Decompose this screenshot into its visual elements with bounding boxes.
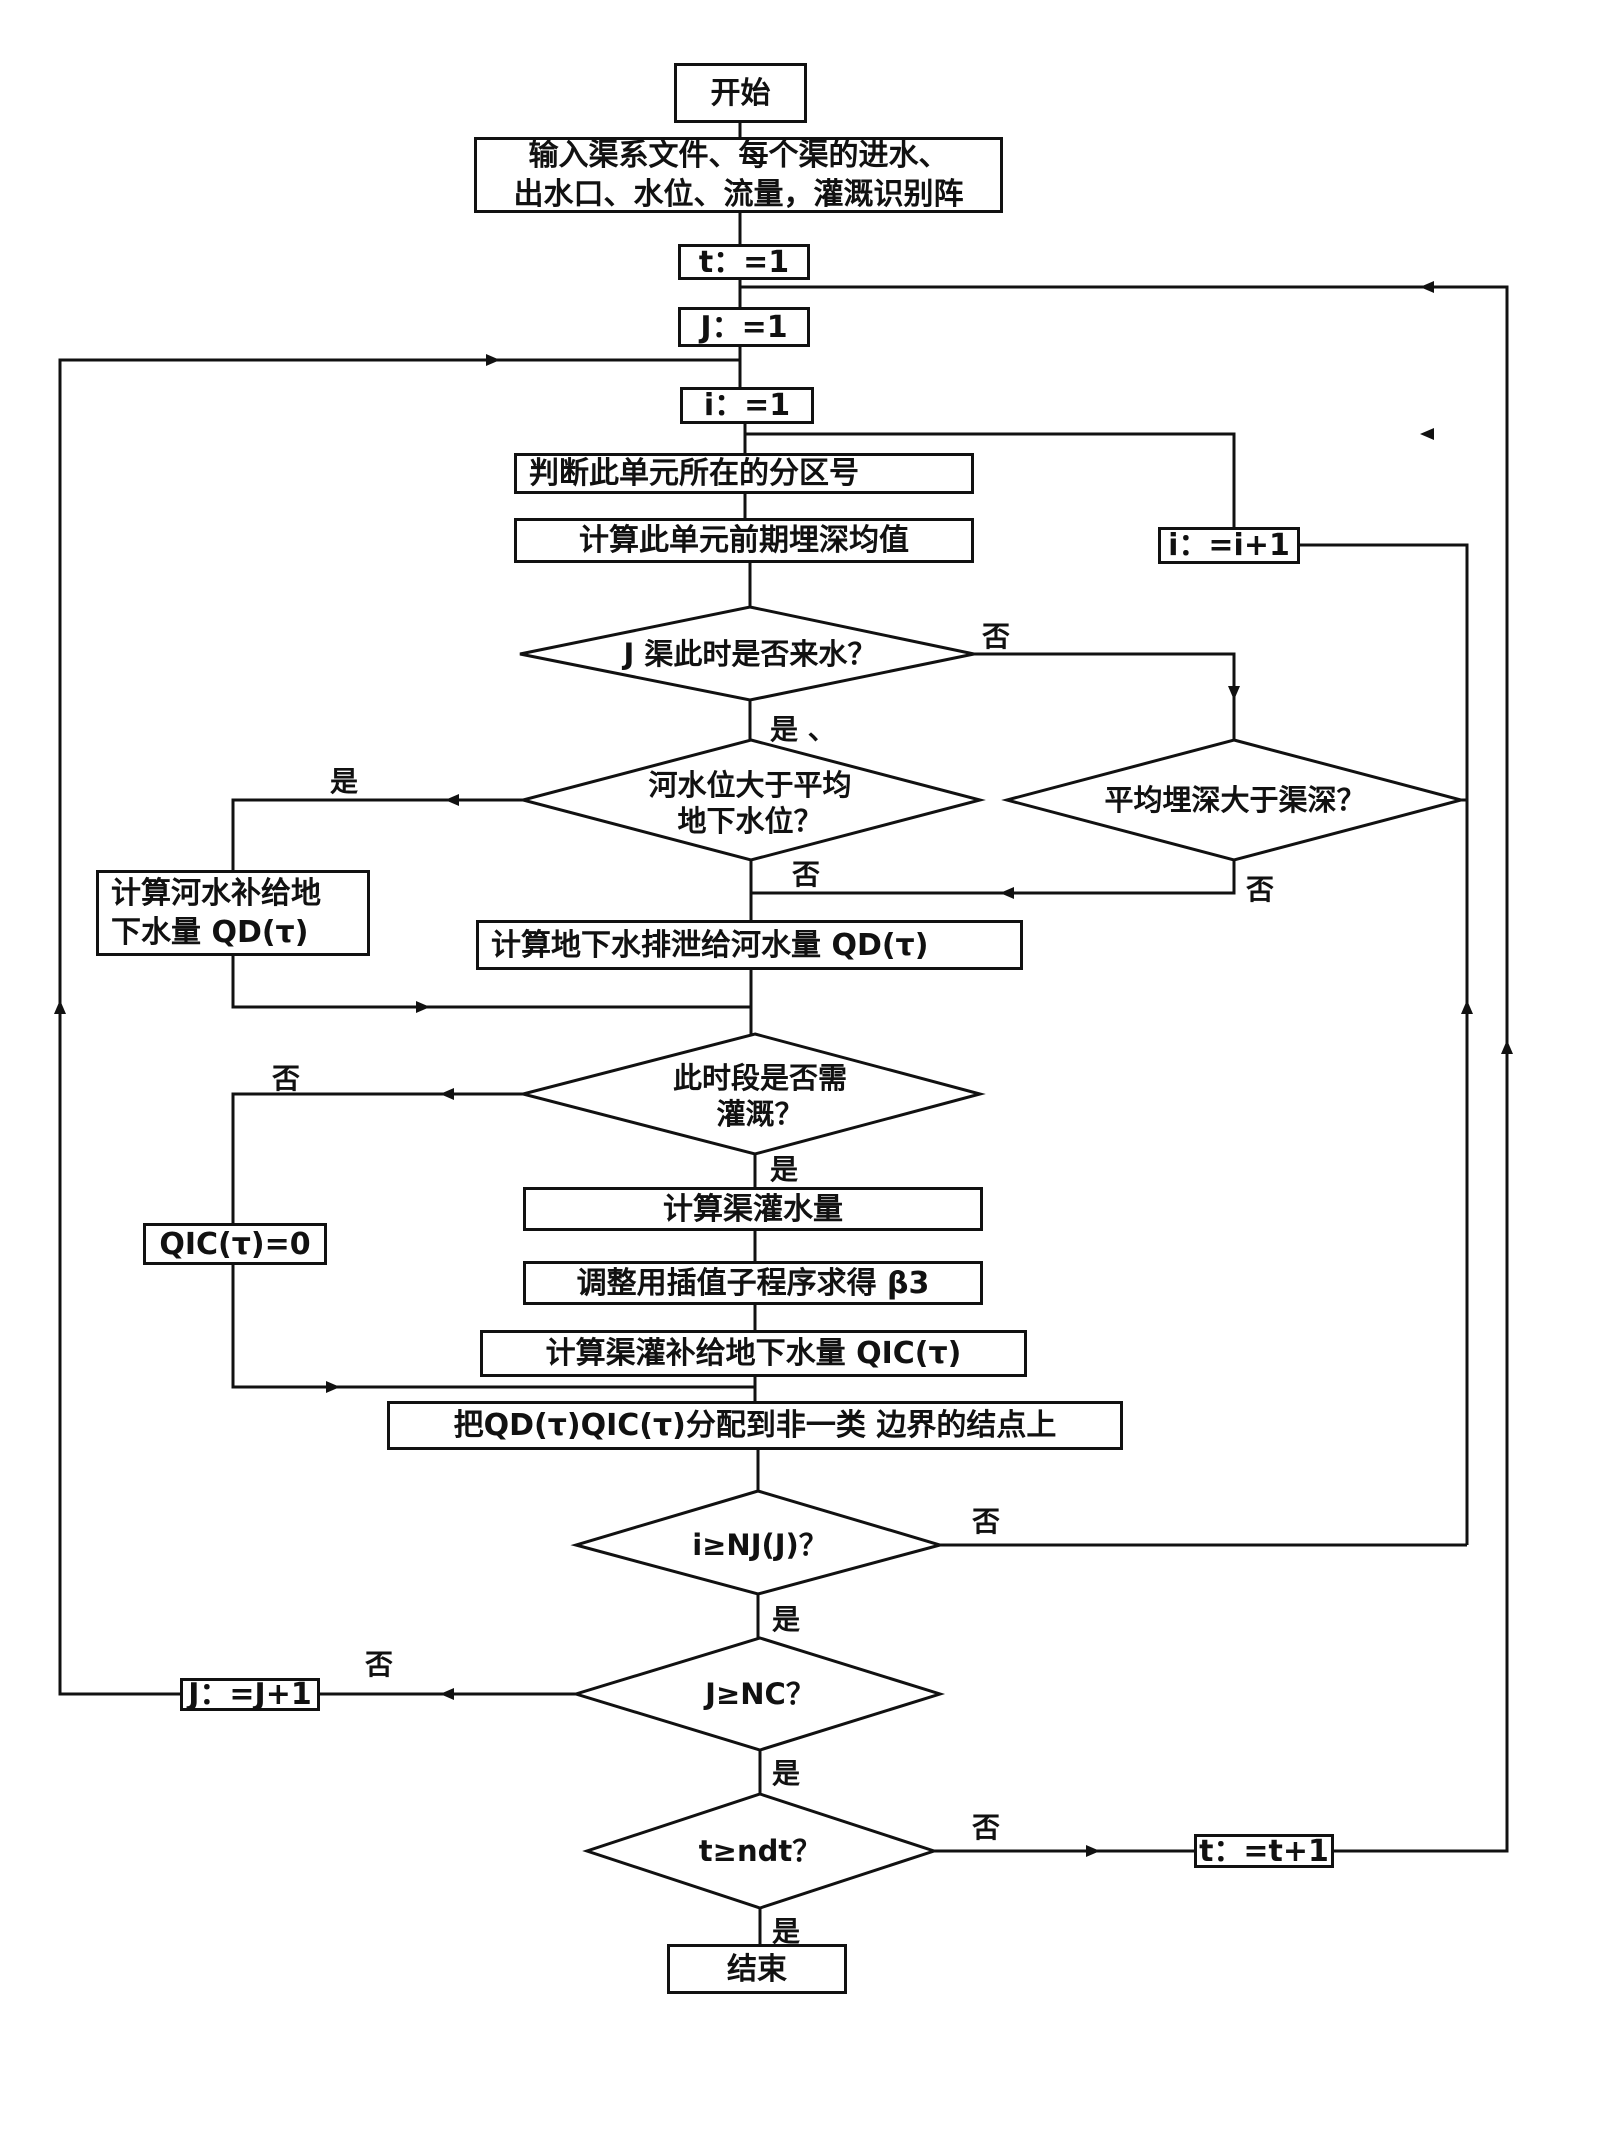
j-incr-node: J：=J+1 bbox=[180, 1677, 320, 1712]
edge-decwater-no bbox=[974, 652, 1236, 740]
label-j-yes: 是 bbox=[772, 1757, 801, 1790]
label-j-no: 否 bbox=[365, 1648, 394, 1681]
edge-decdepth-no bbox=[751, 860, 1236, 895]
arrow-icon bbox=[416, 1001, 430, 1013]
decision-irrig-shape bbox=[517, 1032, 986, 1156]
edge-j-loop bbox=[58, 358, 740, 1696]
decision-depth-shape bbox=[1001, 738, 1467, 862]
arrow-icon bbox=[1228, 686, 1240, 700]
zone-node: 判断此单元所在的分区号 bbox=[514, 453, 974, 494]
label-irrig-yes: 是 bbox=[770, 1153, 799, 1186]
interp-node: 调整用插值子程序求得 β3 bbox=[523, 1261, 983, 1305]
irrig-amount-node: 计算渠灌水量 bbox=[523, 1187, 983, 1231]
edge-t-loop bbox=[740, 285, 1509, 1853]
label-t-yes: 是 bbox=[772, 1915, 801, 1948]
decision-water-text: J 渠此时是否来水？ bbox=[623, 636, 877, 671]
edge-qic-merge bbox=[231, 1265, 755, 1389]
label-level-yes: 是 bbox=[330, 765, 359, 798]
arrow-icon bbox=[440, 1088, 454, 1100]
edge-recharge-merge bbox=[231, 956, 751, 1009]
label-water-no: 否 bbox=[982, 620, 1011, 653]
arrow-icon bbox=[1461, 1000, 1473, 1014]
depth-avg-node: 计算此单元前期埋深均值 bbox=[514, 518, 974, 563]
irrig-recharge-node: 计算渠灌补给地下水量 QIC(τ) bbox=[480, 1330, 1027, 1377]
label-irrig-no: 否 bbox=[272, 1062, 301, 1095]
discharge-node: 计算地下水排泄给河水量 QD(τ) bbox=[476, 920, 1023, 970]
i-init-node: i：=1 bbox=[680, 387, 814, 424]
arrow-icon bbox=[1420, 428, 1434, 440]
t-incr-node: t：=t+1 bbox=[1194, 1834, 1334, 1869]
arrow-icon bbox=[1501, 1040, 1513, 1054]
arrow-icon bbox=[486, 354, 500, 366]
arrow-icon bbox=[326, 1381, 340, 1393]
arrow-icon bbox=[445, 794, 459, 806]
label-i-no: 否 bbox=[972, 1505, 1001, 1538]
start-node: 开始 bbox=[674, 63, 807, 123]
decision-water-shape bbox=[519, 605, 975, 702]
arrow-icon bbox=[1000, 887, 1014, 899]
label-depth-no: 否 bbox=[1246, 873, 1275, 906]
arrow-icon bbox=[54, 1000, 66, 1014]
arrow-icon bbox=[1420, 281, 1434, 293]
decision-level-shape bbox=[517, 738, 986, 862]
label-level-no: 否 bbox=[792, 858, 821, 891]
decision-j-shape bbox=[570, 1636, 946, 1752]
edge-declevel-yes bbox=[231, 798, 523, 870]
qic-zero-node: QIC(τ)=0 bbox=[143, 1223, 327, 1265]
label-i-yes: 是 bbox=[772, 1603, 801, 1636]
i-incr-node: i：=i+1 bbox=[1158, 527, 1300, 564]
decision-t-shape bbox=[582, 1792, 939, 1910]
label-water-yes: 是 、 bbox=[770, 713, 836, 746]
t-init-node: t：=1 bbox=[678, 244, 810, 280]
input-node: 输入渠系文件、每个渠的进水、 出水口、水位、流量，灌溉识别阵 bbox=[474, 137, 1003, 213]
end-node: 结束 bbox=[667, 1944, 847, 1994]
edge-i-loop bbox=[745, 432, 1236, 527]
decision-depth-text: 平均埋深大于渠深？ bbox=[1104, 782, 1366, 817]
distribute-node: 把QD(τ)QIC(τ)分配到非一类 边界的结点上 bbox=[387, 1401, 1123, 1450]
river-recharge-node: 计算河水补给地 下水量 QD(τ) bbox=[96, 870, 370, 956]
edge-decirrig-no bbox=[231, 1092, 523, 1223]
decision-j-text: J≥NC？ bbox=[705, 1676, 815, 1711]
decision-t-text: t≥ndt？ bbox=[698, 1833, 822, 1868]
label-t-no: 否 bbox=[972, 1811, 1001, 1844]
j-init-node: J：=1 bbox=[678, 307, 810, 347]
decision-i-shape bbox=[570, 1489, 946, 1596]
decision-level-text: 河水位大于平均 地下水位？ bbox=[648, 767, 852, 838]
edge-i-incr-return bbox=[1300, 543, 1469, 1545]
arrow-icon bbox=[440, 1688, 454, 1700]
decision-i-text: i≥NJ(J)？ bbox=[692, 1527, 828, 1562]
arrow-icon bbox=[1086, 1845, 1100, 1857]
decision-irrig-text: 此时段是否需 灌溉？ bbox=[672, 1060, 847, 1131]
